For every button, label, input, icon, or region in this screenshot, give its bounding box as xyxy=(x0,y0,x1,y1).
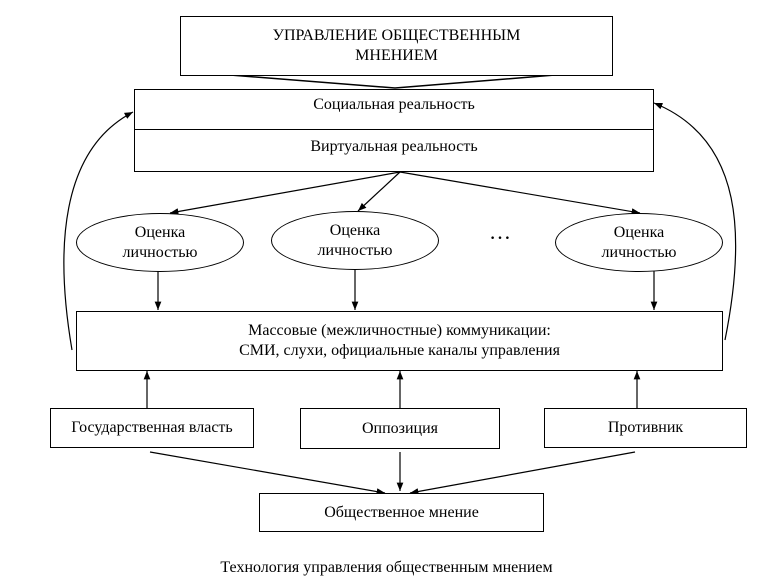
reality-box: Социальная реальность Виртуальная реальн… xyxy=(134,89,654,172)
reality-divider xyxy=(135,129,653,130)
opposition-label: Оппозиция xyxy=(361,419,439,437)
communications-box: Массовые (межличностные) коммуникации: С… xyxy=(76,311,723,371)
assessment-label: Оценка личностью xyxy=(601,223,677,261)
feedback-curve-left xyxy=(63,111,134,351)
arrow-state-to-opinion xyxy=(149,451,386,495)
title-text: УПРАВЛЕНИЕ ОБЩЕСТВЕННЫМ МНЕНИЕМ xyxy=(272,27,521,64)
communications-line-1: Массовые (межличностные) коммуникации: xyxy=(248,322,551,339)
arrow-reality-to-assessment-3 xyxy=(399,171,641,215)
adversary-box: Противник xyxy=(544,408,747,448)
diagram-caption: Технология управления общественным мнени… xyxy=(220,559,553,576)
arrow-reality-to-assessment-2 xyxy=(357,171,401,212)
title-box: УПРАВЛЕНИЕ ОБЩЕСТВЕННЫМ МНЕНИЕМ xyxy=(180,16,613,76)
assessment-ellipse-1: Оценка личностью xyxy=(76,213,244,272)
assessment-label: Оценка личностью xyxy=(317,221,393,259)
assessment-label: Оценка личностью xyxy=(122,223,198,261)
ellipsis-mark: … xyxy=(489,219,511,244)
assessment-ellipse-2: Оценка личностью xyxy=(271,211,439,270)
state-power-box: Государственная власть xyxy=(50,408,254,448)
adversary-label: Противник xyxy=(607,419,684,436)
title-down-arrow xyxy=(229,74,556,89)
feedback-curve-right xyxy=(653,102,737,341)
public-opinion-label: Общественное мнение xyxy=(324,503,479,521)
communications-line-2: СМИ, слухи, официальные каналы управлени… xyxy=(239,342,560,359)
public-opinion-box: Общественное мнение xyxy=(259,493,544,532)
arrow-reality-to-assessment-1 xyxy=(169,171,401,215)
state-power-label: Государственная власть xyxy=(71,419,233,436)
arrow-adversary-to-opinion xyxy=(409,451,636,495)
social-reality-label: Социальная реальность xyxy=(313,96,475,113)
virtual-reality-label: Виртуальная реальность xyxy=(310,138,478,155)
assessment-ellipse-3: Оценка личностью xyxy=(555,213,723,272)
opposition-box: Оппозиция xyxy=(300,408,500,449)
